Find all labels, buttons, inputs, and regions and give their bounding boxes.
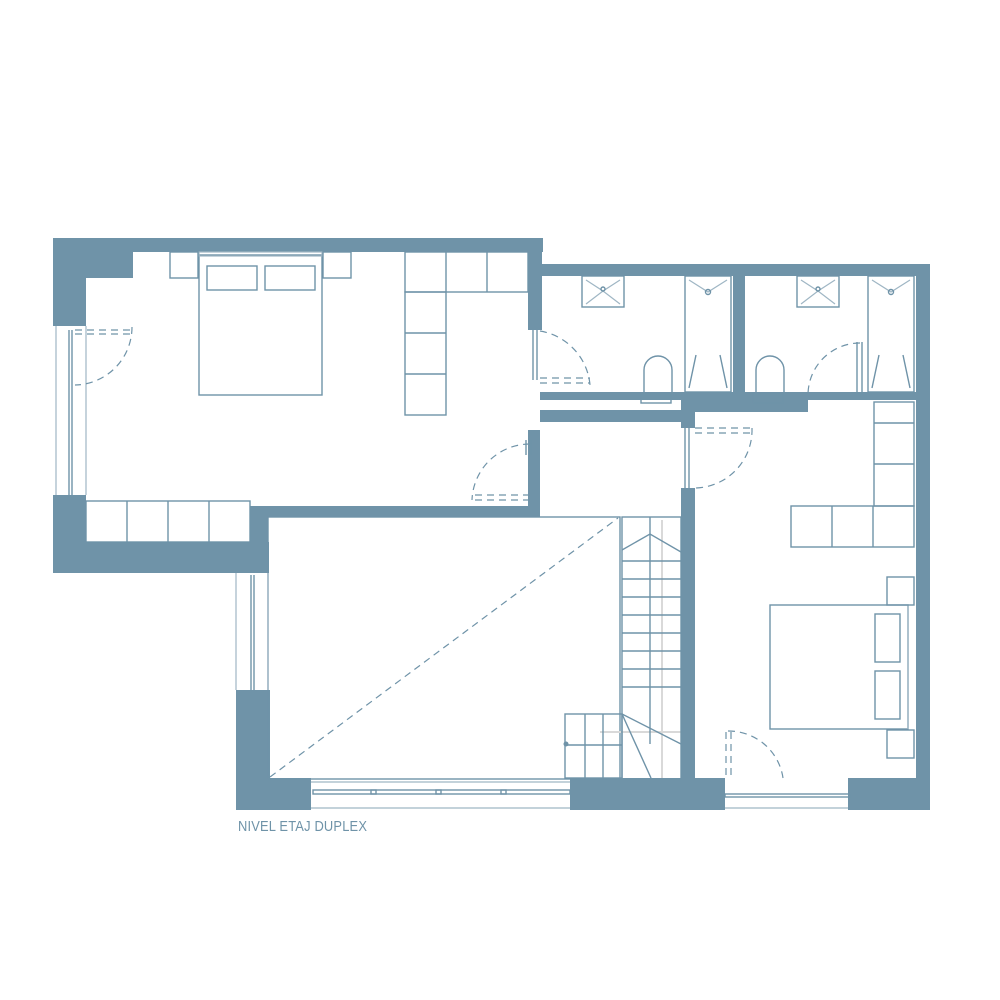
bathroom-2: [752, 275, 915, 404]
plan-title: NIVEL ETAJ DUPLEX: [238, 818, 368, 835]
wardrobe: [404, 251, 529, 416]
double-height-void: [235, 516, 621, 809]
window-west: [55, 326, 87, 495]
bedroom-2: [684, 401, 915, 809]
walls: [53, 238, 930, 810]
double-bed: [169, 251, 352, 396]
double-bed-bedroom-2: [769, 576, 915, 759]
window-south-living: [311, 781, 571, 809]
window-west-living: [235, 573, 269, 690]
balcony-door-bedroom-2: [724, 730, 851, 809]
door-swing-west: [74, 326, 133, 386]
wardrobe-bedroom-2: [790, 401, 915, 548]
storage-cabinets: [85, 500, 251, 543]
door-master-bedroom: [471, 440, 532, 501]
bathroom-1: [532, 275, 732, 404]
staircase: [563, 516, 682, 780]
door-bedroom-2: [684, 427, 753, 489]
master-bedroom: [55, 251, 532, 543]
